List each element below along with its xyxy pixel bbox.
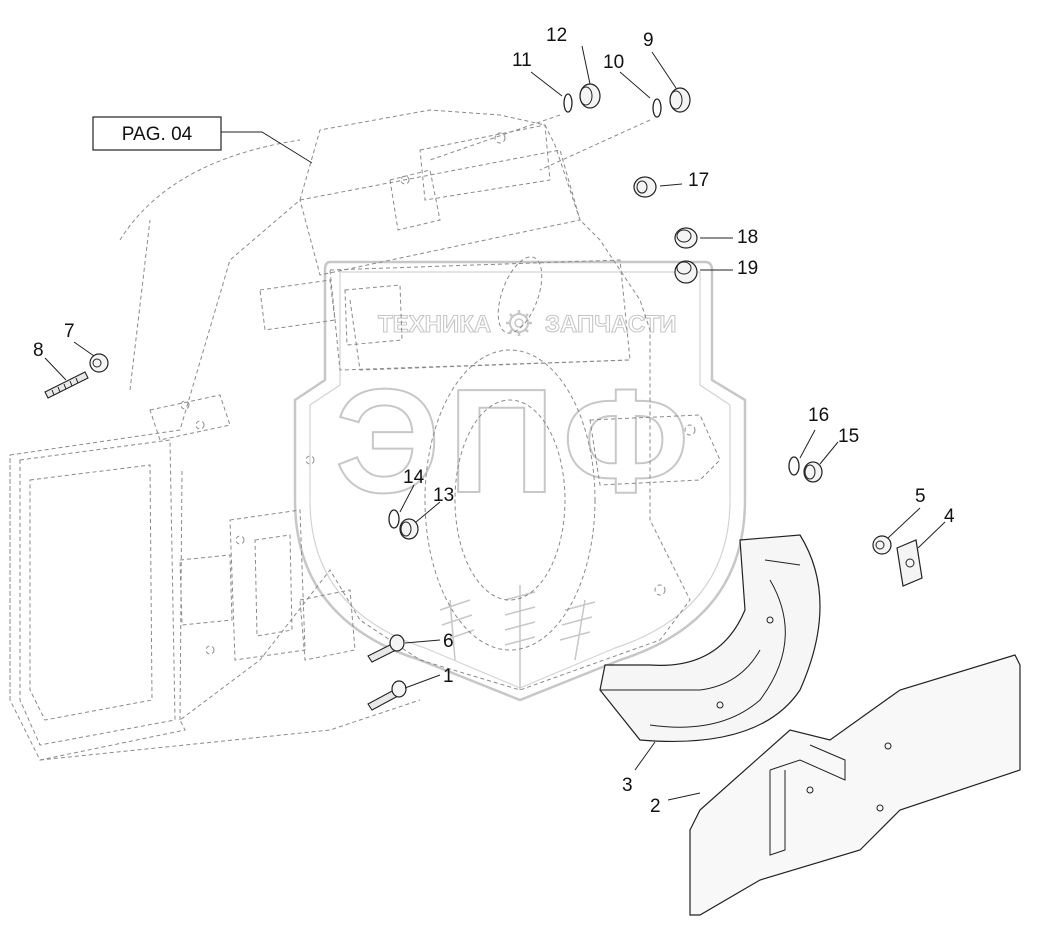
watermark-letters: ЭПФ <box>335 359 697 524</box>
leader-lines <box>44 45 946 801</box>
part-nut-7[interactable] <box>89 353 109 373</box>
callout-19: 19 <box>737 258 758 279</box>
callout-3: 3 <box>622 775 633 796</box>
watermark-logo: ТЕХНИКА ЗАПЧАСТИ ЭПФ <box>293 260 747 702</box>
callout-2: 2 <box>650 796 661 817</box>
callout-1: 1 <box>443 666 454 687</box>
callout-14: 14 <box>403 467 425 488</box>
part-shield-2[interactable] <box>689 654 1021 916</box>
callout-18: 18 <box>737 227 758 248</box>
callout-10: 10 <box>603 52 624 73</box>
part-plug-13[interactable] <box>399 518 419 540</box>
transmission-housing <box>9 109 721 761</box>
callout-15: 15 <box>838 426 859 447</box>
part-oring-10[interactable] <box>652 98 662 118</box>
callout-8: 8 <box>33 340 44 361</box>
callout-16: 16 <box>808 405 829 426</box>
watermark-text-left: ТЕХНИКА <box>378 311 491 338</box>
part-plug-12[interactable] <box>579 83 601 109</box>
part-plug-19[interactable] <box>674 260 698 284</box>
callout-17: 17 <box>688 170 709 191</box>
part-stud-8[interactable] <box>44 371 89 399</box>
part-oring-11[interactable] <box>563 93 573 113</box>
callout-12: 12 <box>546 25 567 46</box>
reference-box-pag-04[interactable]: PAG. 04 <box>92 116 313 164</box>
part-plug-9[interactable] <box>669 87 691 113</box>
callout-11: 11 <box>512 50 532 71</box>
callouts: 1 2 3 4 5 6 7 8 9 10 11 12 13 14 15 16 1… <box>33 25 955 817</box>
callout-4: 4 <box>944 506 955 527</box>
part-plug-18[interactable] <box>674 227 698 249</box>
part-bolt-1[interactable] <box>367 680 407 711</box>
callout-9: 9 <box>643 30 654 51</box>
part-cover-3[interactable] <box>599 534 821 743</box>
reference-box-label: PAG. 04 <box>122 124 193 145</box>
part-oring-16[interactable] <box>788 456 800 476</box>
callout-6: 6 <box>443 631 454 652</box>
part-plate-4[interactable] <box>896 539 923 587</box>
callout-7: 7 <box>64 321 75 342</box>
part-plug-15[interactable] <box>803 461 823 483</box>
part-oring-14[interactable] <box>388 509 400 529</box>
gear-icon <box>506 310 532 336</box>
part-nut-5[interactable] <box>872 535 892 555</box>
part-bolt-6[interactable] <box>367 634 405 663</box>
part-bushing-17[interactable] <box>633 176 657 198</box>
callout-13: 13 <box>433 485 454 506</box>
callout-5: 5 <box>915 486 926 507</box>
watermark-text-right: ЗАПЧАСТИ <box>545 311 677 338</box>
